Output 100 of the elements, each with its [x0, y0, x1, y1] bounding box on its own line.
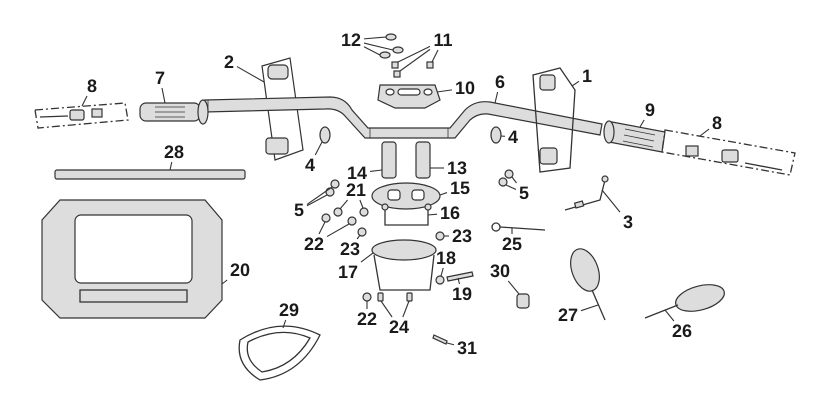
- callout-number: 8: [86, 77, 98, 95]
- leader-line: [370, 169, 382, 172]
- grip: [603, 120, 666, 153]
- callout-number: 12: [340, 31, 362, 49]
- callout-number: 26: [670, 322, 694, 340]
- handlebar-clamp: [377, 84, 441, 109]
- callout-number: 23: [338, 240, 362, 258]
- switch-housing: [532, 67, 576, 173]
- callout-number: 19: [450, 285, 474, 303]
- grommet: [516, 293, 530, 309]
- screw: [406, 292, 413, 302]
- screw: [435, 231, 445, 241]
- washer: [333, 207, 343, 217]
- cable-tie: [54, 169, 246, 180]
- leader-line: [398, 46, 430, 62]
- leader-line: [306, 186, 332, 205]
- screw: [432, 334, 448, 345]
- leader-line: [360, 252, 374, 263]
- leader-line: [508, 280, 520, 294]
- leader-line: [428, 214, 438, 216]
- callout-number: 1: [581, 67, 593, 85]
- riser-plate: [371, 182, 441, 210]
- bolt: [504, 169, 514, 179]
- callout-number: 4: [304, 156, 316, 174]
- callout-number: 31: [456, 339, 478, 357]
- callout-number: 3: [622, 213, 634, 231]
- callout-number: 21: [344, 181, 368, 199]
- leader-line: [457, 278, 460, 284]
- bolt: [325, 187, 335, 197]
- grip: [139, 99, 209, 125]
- cap: [392, 46, 404, 54]
- callout-number: 22: [302, 235, 326, 253]
- bolt: [446, 271, 474, 282]
- callout-number: 14: [346, 164, 368, 182]
- screw: [357, 227, 367, 237]
- callout-number: 22: [356, 310, 378, 328]
- lower-holder: [371, 239, 437, 291]
- cap: [379, 51, 391, 59]
- clip: [490, 126, 502, 144]
- leader-line: [364, 42, 394, 51]
- mirror: [644, 284, 725, 319]
- callout-number: 27: [556, 306, 580, 324]
- leader-line: [506, 184, 516, 190]
- callout-number: 29: [278, 301, 300, 319]
- callout-number: 4: [507, 128, 519, 146]
- bolt: [426, 61, 434, 69]
- callout-number: 16: [438, 204, 462, 222]
- leader-line: [436, 89, 452, 93]
- leader-line: [356, 234, 360, 240]
- callout-number: 18: [434, 249, 458, 267]
- callout-number: 25: [500, 235, 524, 253]
- bar-end-assembly: [34, 102, 129, 129]
- bolt: [393, 70, 401, 78]
- leader-line: [664, 310, 674, 322]
- leader-line: [432, 50, 438, 62]
- cable: [564, 175, 609, 211]
- clip: [319, 126, 331, 144]
- callout-number: 15: [448, 179, 472, 197]
- leader-line: [236, 66, 264, 82]
- leader-line: [602, 190, 620, 212]
- callout-number: 28: [162, 143, 186, 161]
- collar: [435, 275, 445, 285]
- callout-number: 11: [432, 31, 454, 49]
- leader-line: [282, 320, 286, 328]
- nut: [347, 216, 357, 226]
- meter-housing: [41, 199, 223, 319]
- leader-line: [318, 222, 326, 234]
- riser: [381, 141, 397, 179]
- callout-number: 23: [450, 227, 474, 245]
- leader-line: [572, 80, 580, 86]
- leader-line: [366, 301, 368, 309]
- leader-line: [340, 200, 348, 210]
- callout-number: 24: [388, 318, 410, 336]
- callout-number: 20: [228, 261, 252, 279]
- leader-line: [511, 228, 513, 234]
- leader-line: [82, 96, 88, 106]
- leader-line: [700, 128, 710, 136]
- callout-number: 8: [711, 114, 723, 132]
- cap: [385, 33, 397, 41]
- leader-line: [222, 280, 228, 284]
- callout-number: 2: [223, 53, 235, 71]
- callout-number: 5: [518, 184, 530, 202]
- leader-line: [512, 176, 517, 184]
- callout-number: 6: [494, 73, 506, 91]
- bolt: [330, 179, 340, 189]
- leader-line: [494, 92, 498, 104]
- leader-line: [364, 46, 380, 56]
- leader-line: [402, 300, 410, 318]
- callout-number: 10: [454, 79, 476, 97]
- callout-number: 30: [488, 262, 512, 280]
- leader-line: [400, 48, 430, 72]
- bolt: [498, 177, 508, 187]
- screw: [377, 292, 384, 302]
- callout-number: 5: [293, 201, 305, 219]
- bolt: [391, 61, 399, 69]
- callout-number: 7: [154, 69, 166, 87]
- leader-line: [364, 36, 386, 40]
- riser: [415, 141, 431, 179]
- cotter-pin: [491, 222, 546, 232]
- leader-line: [359, 200, 364, 208]
